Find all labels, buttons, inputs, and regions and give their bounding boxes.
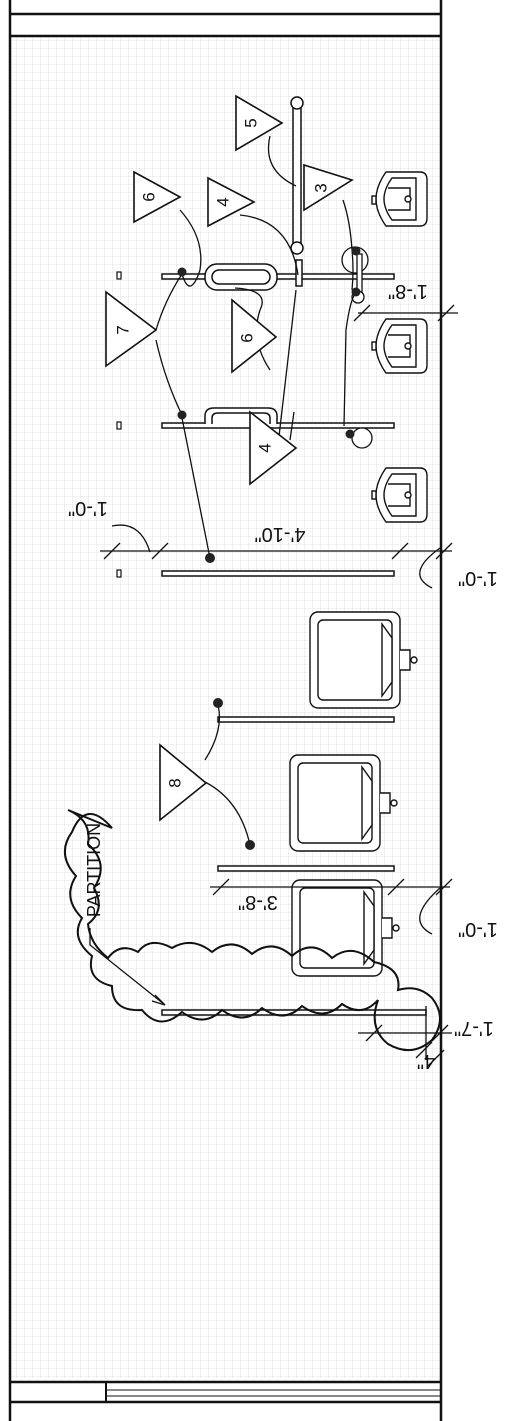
dimension-lines <box>100 304 458 1067</box>
water-closets <box>371 171 428 523</box>
walls <box>8 0 443 1421</box>
dim-1-0-right-top: 1'-0" <box>458 567 498 589</box>
keynote-label-kn-4b: 4 <box>255 443 274 452</box>
partition-wall-4 <box>217 716 395 723</box>
keynote-triangle-kn-6b <box>231 298 278 374</box>
partition-label: PARTITION <box>84 823 104 917</box>
dim-1-0-left: 1'-0" <box>68 497 108 519</box>
keynote-triangle-kn-4a <box>207 176 256 228</box>
grab-bar-vertical <box>290 96 304 255</box>
partition-wall-1 <box>161 273 395 280</box>
partition-wall-3 <box>161 570 395 577</box>
dim-4-10: 4'-10" <box>255 523 306 545</box>
water-closet-3 <box>371 467 428 523</box>
urinal-1 <box>309 611 418 709</box>
keynote-triangle-kn-3 <box>303 163 354 212</box>
partition-wall-5 <box>217 865 395 872</box>
keynote-label-kn-6a: 6 <box>139 192 158 201</box>
dim-1-0-right-bottom: 1'-0" <box>458 918 498 940</box>
keynote-triangle-kn-7 <box>105 290 158 368</box>
dim-1-7: 1'-7" <box>454 1017 494 1039</box>
keynote-label-kn-4a: 4 <box>213 197 232 206</box>
dimension-texts: 1'-8" 1'-0" 4'-10" 1'-0" 3'-8" 1'-0" 1'-… <box>68 280 498 1072</box>
water-closet-1 <box>371 171 428 227</box>
keynote-label-kn-3: 3 <box>311 183 330 192</box>
dim-1-8: 1'-8" <box>388 280 428 302</box>
keynote-triangle-kn-6a <box>133 170 182 224</box>
partition-wall-2 <box>161 422 395 429</box>
dim-4-inch: 4" <box>417 1050 435 1072</box>
keynote-triangle-kn-8 <box>159 743 208 822</box>
keynote-label-kn-5: 5 <box>241 118 260 127</box>
keynote-label-kn-8: 8 <box>165 778 184 787</box>
keynote-label-kn-7: 7 <box>113 325 132 334</box>
dim-3-8: 3'-8" <box>238 891 278 913</box>
revision-cloud <box>64 809 441 1051</box>
keynote-label-kn-6b: 6 <box>237 333 256 342</box>
keynote-triangle-kn-4b <box>249 410 298 486</box>
leader-dots <box>177 246 361 850</box>
keynote-triangle-kn-5 <box>235 94 284 152</box>
anchor-markers <box>116 271 122 578</box>
keynote-group: 5 3 4 6 7 6 4 8 <box>105 94 354 822</box>
urinal-2 <box>289 754 398 852</box>
water-closet-2 <box>371 318 428 374</box>
